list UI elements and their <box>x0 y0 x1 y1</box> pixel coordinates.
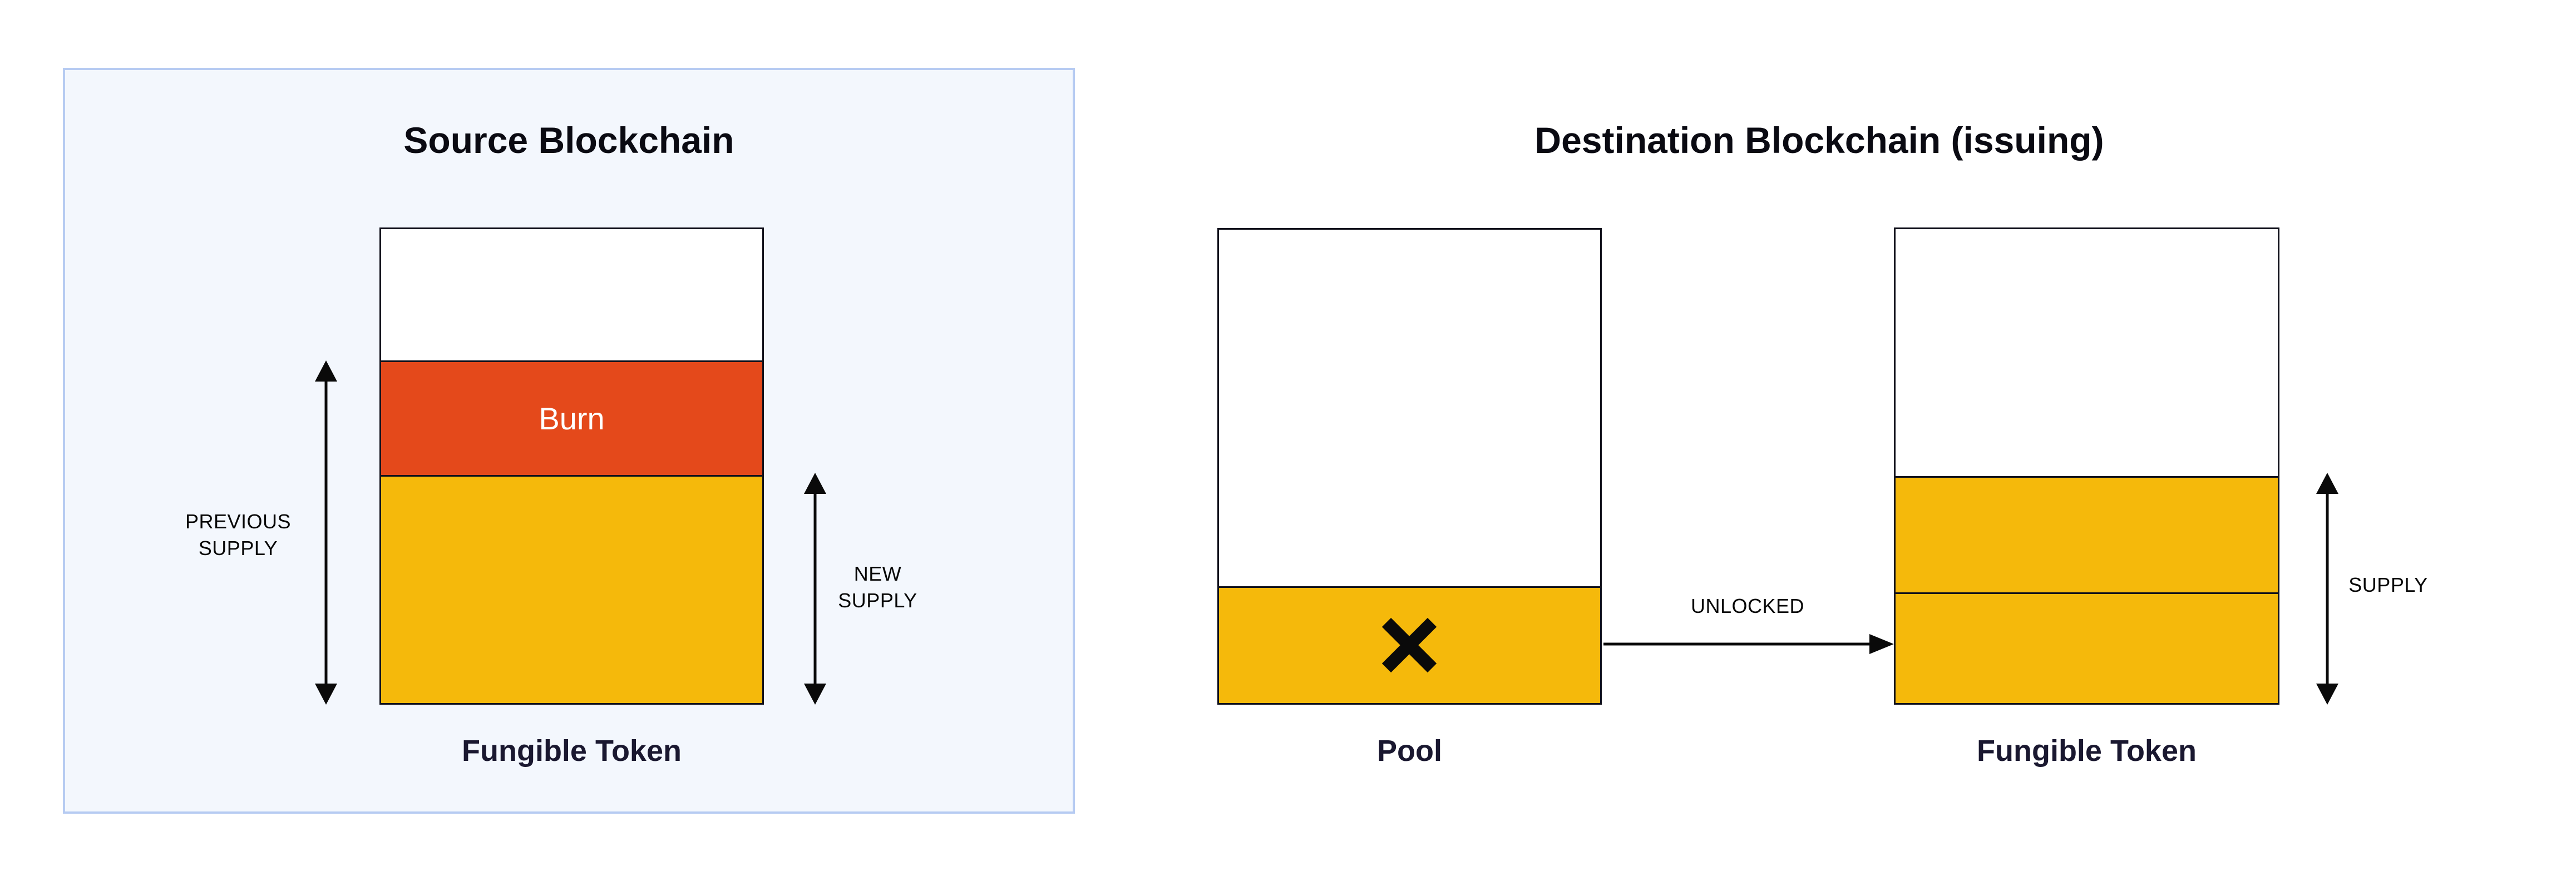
double-vertical-arrow-icon <box>804 473 826 705</box>
destination-bar-empty-section <box>1896 229 2278 476</box>
destination-bar-caption: Fungible Token <box>1977 734 2197 768</box>
destination-bar-unlocked-section <box>1896 592 2278 703</box>
unlocked-arrow <box>1603 632 1894 656</box>
double-vertical-arrow-icon <box>2316 473 2338 705</box>
destination-token-bar <box>1894 227 2279 705</box>
previous-supply-label: PREVIOUS SUPPLY <box>132 508 344 562</box>
destination-bar-upper-section <box>1896 476 2278 592</box>
source-bar-empty-section <box>381 229 762 360</box>
previous-supply-label-line1: PREVIOUS <box>185 510 292 533</box>
new-supply-label: NEW SUPPLY <box>823 561 932 614</box>
destination-panel-title: Destination Blockchain (issuing) <box>1534 120 2104 161</box>
source-bar-remaining-section <box>381 477 762 703</box>
new-supply-arrow <box>803 473 827 705</box>
previous-supply-arrow <box>314 360 338 705</box>
burn-label: Burn <box>539 401 605 436</box>
cross-icon-glyph <box>1381 617 1437 673</box>
source-bar-caption: Fungible Token <box>462 734 682 768</box>
pool-bar-empty-section <box>1219 230 1600 586</box>
source-panel-title: Source Blockchain <box>403 120 734 161</box>
pool-bar <box>1217 228 1602 705</box>
supply-arrow <box>2315 473 2340 705</box>
right-arrow-icon <box>1603 634 1894 654</box>
pool-bar-caption: Pool <box>1377 734 1442 768</box>
new-supply-label-line1: NEW <box>853 562 902 585</box>
source-bar-burn-section: Burn <box>381 360 762 477</box>
new-supply-label-line2: SUPPLY <box>838 589 917 612</box>
supply-label: SUPPLY <box>2348 573 2428 596</box>
source-token-bar: Burn <box>379 227 764 705</box>
unlocked-label: UNLOCKED <box>1690 595 1805 617</box>
double-vertical-arrow-icon <box>315 360 337 705</box>
cross-icon <box>1379 615 1440 676</box>
previous-supply-label-line2: SUPPLY <box>198 537 278 560</box>
